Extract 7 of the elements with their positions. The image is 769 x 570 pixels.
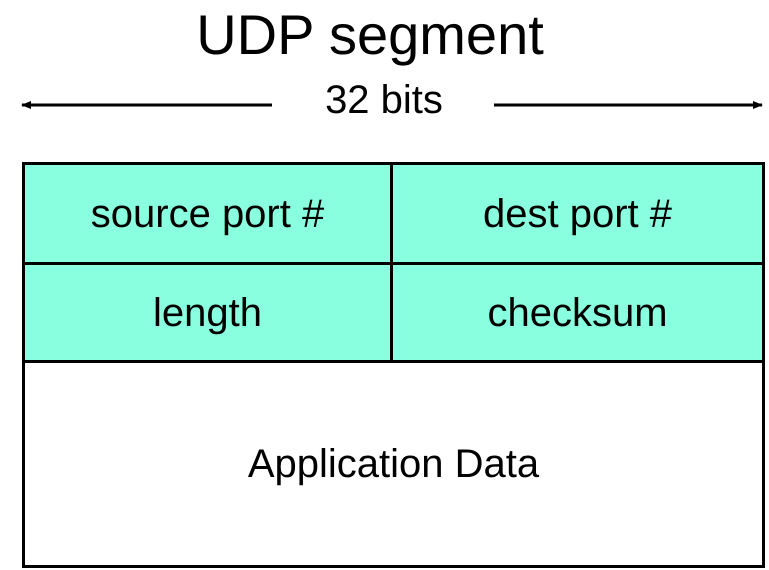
header-field: source port # bbox=[22, 162, 393, 265]
header-field: dest port # bbox=[390, 162, 765, 265]
header-field: length bbox=[22, 262, 393, 363]
dimension-label: 32 bits bbox=[324, 78, 444, 123]
header-field: checksum bbox=[390, 262, 765, 363]
diagram-title: UDP segment bbox=[195, 2, 545, 67]
data-field: Application Data bbox=[22, 360, 765, 568]
